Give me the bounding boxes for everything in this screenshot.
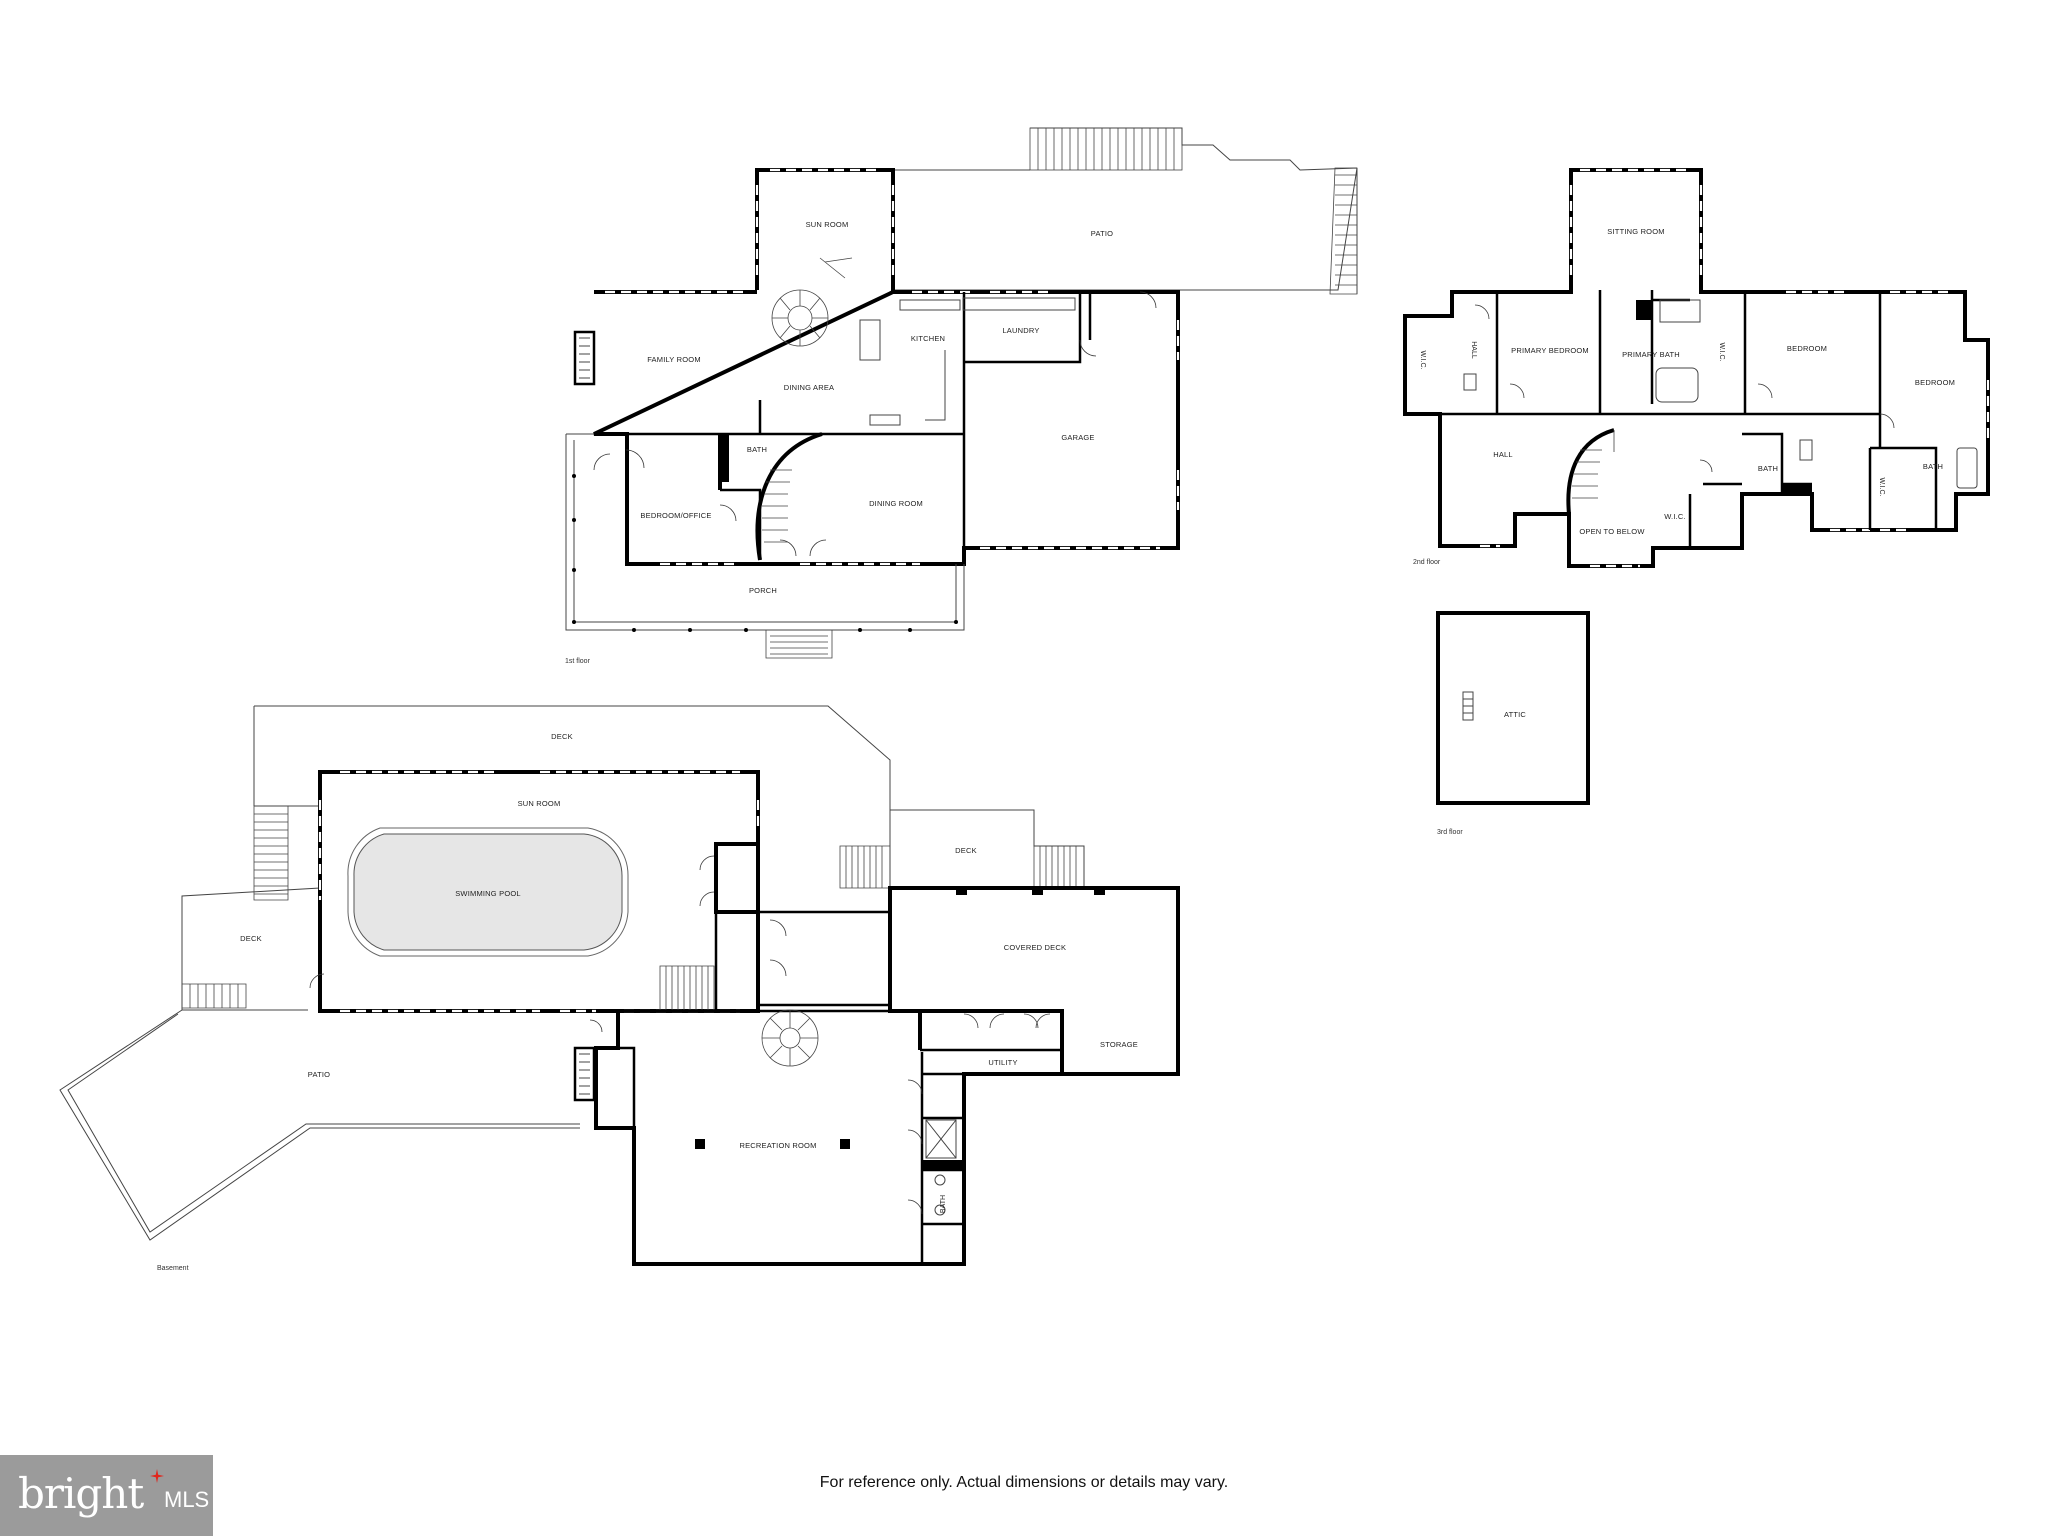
label-bath: BATH	[747, 445, 767, 454]
label-bath-a: BATH	[1758, 464, 1778, 473]
label-dining-area: DINING AREA	[784, 383, 835, 392]
label-garage: GARAGE	[1061, 433, 1094, 442]
label-wic-center: W.I.C.	[1664, 512, 1686, 521]
second-floor-plan	[1403, 168, 1990, 568]
label-basement-patio: PATIO	[308, 1070, 330, 1079]
logo-star-icon	[150, 1469, 164, 1483]
label-second-floor: 2nd floor	[1413, 559, 1441, 566]
swimming-pool-shape	[347, 827, 629, 957]
logo-mls: MLS	[164, 1487, 210, 1512]
first-floor-plan	[565, 127, 1358, 659]
logo-word: bright	[18, 1469, 144, 1518]
label-basement-bath: BATH	[940, 1195, 947, 1213]
label-covered-deck: COVERED DECK	[1004, 943, 1066, 952]
label-swimming-pool: SWIMMING POOL	[455, 889, 521, 898]
label-laundry: LAUNDRY	[1002, 326, 1039, 335]
patio-stairs	[1029, 127, 1183, 171]
label-kitchen: KITCHEN	[911, 334, 945, 343]
label-deck-mid: DECK	[955, 846, 977, 855]
label-basement: Basement	[157, 1265, 189, 1272]
label-bedroom-b: BEDROOM	[1915, 378, 1955, 387]
label-first-floor: 1st floor	[565, 658, 591, 665]
label-bath-b: BATH	[1923, 462, 1943, 471]
label-bedroom-office: BEDROOM/OFFICE	[640, 511, 711, 520]
label-storage: STORAGE	[1100, 1040, 1138, 1049]
label-recreation-room: RECREATION ROOM	[739, 1141, 816, 1150]
label-hall: HALL	[1493, 450, 1513, 459]
label-basement-sun-room: SUN ROOM	[518, 799, 561, 808]
label-family-room: FAMILY ROOM	[647, 355, 701, 364]
label-wic-primary: W.I.C.	[1718, 342, 1725, 361]
label-wic-right: W.I.C.	[1878, 477, 1885, 496]
label-utility: UTILITY	[988, 1058, 1017, 1067]
spiral-stair-first	[771, 257, 853, 347]
disclaimer-text: For reference only. Actual dimensions or…	[819, 1474, 1229, 1491]
porch-posts	[572, 474, 958, 632]
third-floor-plan	[1436, 611, 1590, 805]
label-porch: PORCH	[749, 586, 777, 595]
label-attic: ATTIC	[1504, 710, 1526, 719]
label-bedroom-a: BEDROOM	[1787, 344, 1827, 353]
label-sitting-room: SITTING ROOM	[1607, 227, 1664, 236]
label-third-floor: 3rd floor	[1437, 829, 1463, 836]
label-wic-left: W.I.C.	[1419, 350, 1426, 369]
label-primary-bedroom: PRIMARY BEDROOM	[1511, 346, 1589, 355]
label-primary-bath: PRIMARY BATH	[1622, 350, 1680, 359]
label-hall-small: HALL	[1470, 341, 1477, 359]
spiral-stair-basement	[761, 1009, 819, 1067]
label-sun-room: SUN ROOM	[806, 220, 849, 229]
basement-plan	[59, 705, 1180, 1266]
label-deck-left: DECK	[240, 934, 262, 943]
label-dining-room: DINING ROOM	[869, 499, 923, 508]
label-patio: PATIO	[1091, 229, 1113, 238]
label-open-to-below: OPEN TO BELOW	[1579, 527, 1645, 536]
bright-mls-logo: bright MLS	[0, 1455, 213, 1536]
label-deck-top: DECK	[551, 732, 573, 741]
